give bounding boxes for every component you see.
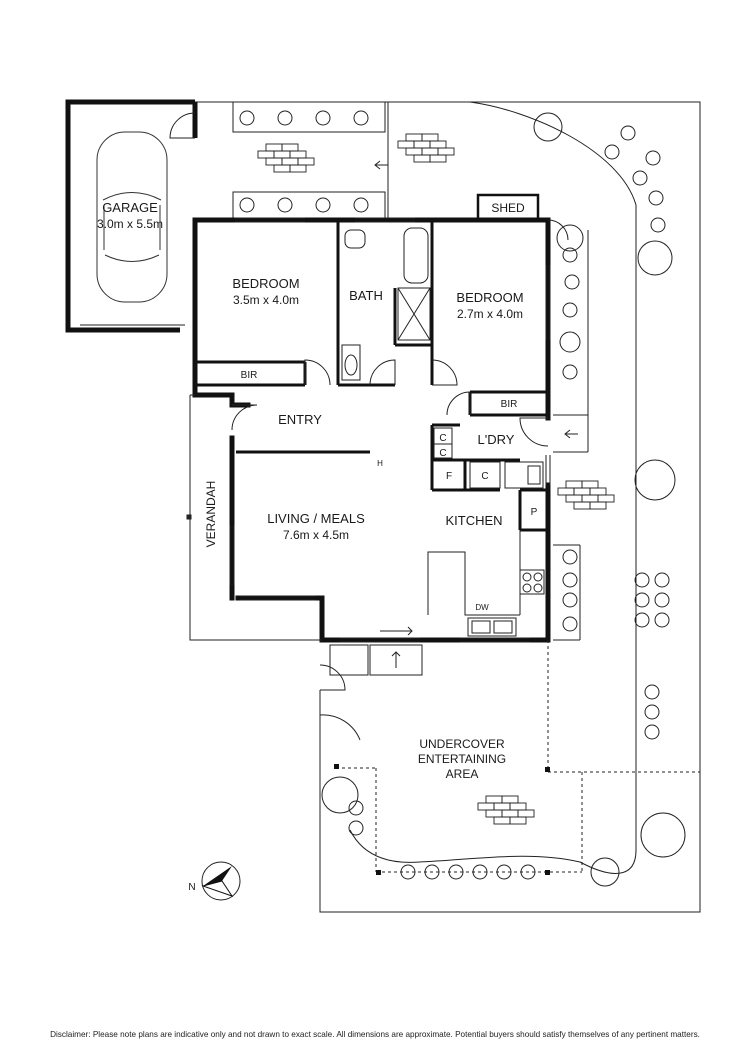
cupboard-3-label: C	[481, 471, 488, 482]
living-meals-label: LIVING / MEALS	[267, 511, 365, 526]
bedroom-left-label: BEDROOM	[232, 276, 299, 291]
trees	[321, 112, 686, 887]
paving-top-right	[397, 133, 455, 163]
bedroom-right-label: BEDROOM	[456, 290, 523, 305]
entry-label: ENTRY	[278, 412, 322, 427]
bedroom-left-size: 3.5m x 4.0m	[233, 293, 299, 307]
entertaining-posts	[334, 764, 550, 875]
bedroom-right-size: 2.7m x 4.0m	[457, 307, 523, 321]
garage-label: GARAGE	[102, 200, 158, 215]
bir-left-label: BIR	[241, 370, 258, 381]
entertaining-area-outline	[336, 640, 700, 873]
entertaining-line2: ENTERTAINING	[418, 752, 506, 766]
compass-icon	[201, 861, 241, 901]
kitchen-fixtures	[427, 461, 545, 637]
heater-label: H	[377, 459, 383, 468]
bath-label: BATH	[349, 288, 383, 303]
shed	[476, 193, 569, 241]
disclaimer-text: Disclaimer: Please note plans are indica…	[50, 1030, 700, 1039]
paving-side	[557, 480, 615, 510]
verandah-label: VERANDAH	[204, 481, 218, 548]
bir-right-label: BIR	[501, 399, 518, 410]
kitchen-label: KITCHEN	[445, 513, 502, 528]
windows	[229, 217, 551, 643]
entertaining-line1: UNDERCOVER	[419, 737, 505, 751]
shed-label: SHED	[491, 201, 525, 215]
laundry-cupboards	[433, 427, 501, 489]
rear-steps	[329, 160, 589, 676]
garage	[65, 99, 198, 333]
entertaining-line3: AREA	[446, 767, 479, 781]
pantry-label: P	[531, 507, 538, 518]
cupboard-1-label: C	[439, 433, 446, 444]
garden-path	[349, 101, 637, 874]
compass-north-label: N	[188, 882, 195, 893]
garage-size: 3.0m x 5.5m	[97, 217, 163, 231]
doors	[169, 112, 549, 741]
bath-fixtures	[341, 227, 431, 381]
living-meals-size: 7.6m x 4.5m	[283, 528, 349, 542]
car-icon	[96, 131, 168, 303]
cupboard-2-label: C	[439, 448, 446, 459]
fridge-label: F	[446, 471, 452, 482]
verandah	[186, 394, 322, 641]
site-boundary	[195, 101, 701, 913]
paving-top-left	[257, 143, 315, 173]
paving-entertaining	[477, 795, 535, 825]
laundry-label: L'DRY	[478, 432, 515, 447]
dishwasher-label: DW	[475, 603, 489, 612]
